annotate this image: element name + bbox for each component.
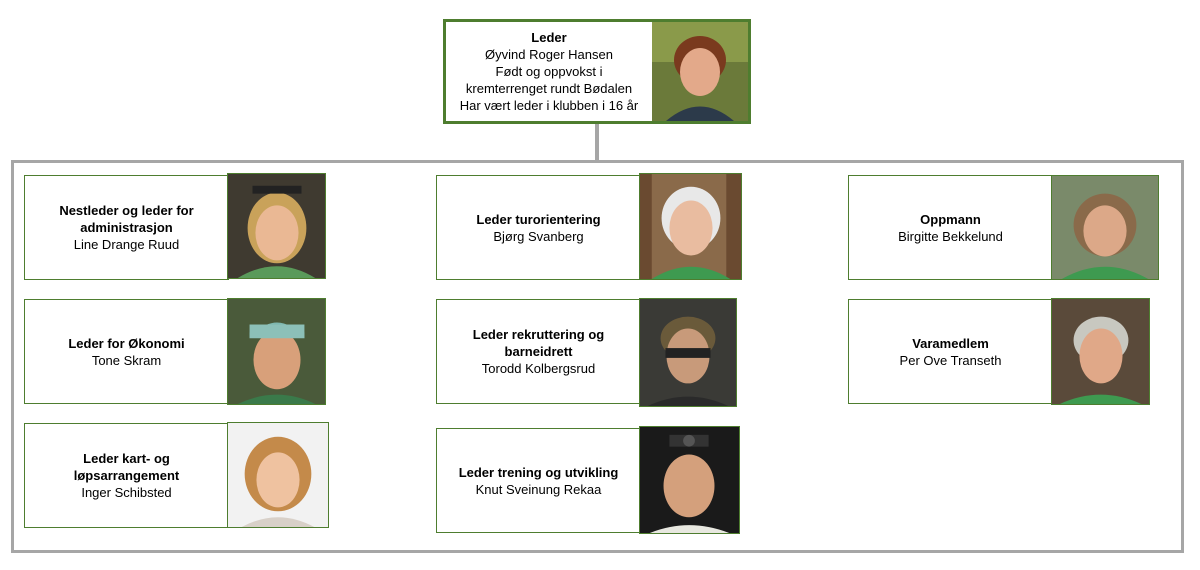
member-photo [227,173,326,279]
member-photo [227,422,329,528]
member-photo [1051,298,1150,405]
leader-bio-line-2: kremterrenget rundt Bødalen [465,81,633,96]
leader-bio-line-3: Har vært leder i klubben i 16 år [459,98,639,113]
leader-card: Leder Øyvind Roger Hansen Født og oppvok… [443,19,751,124]
member-card-nestleder: Nestleder og leder for administrasjon Li… [24,175,229,280]
member-photo [1051,175,1159,280]
member-card-turorientering: Leder turorientering Bjørg Svanberg [436,175,641,280]
member-card-trening: Leder trening og utvikling Knut Sveinung… [436,428,641,533]
leader-bio-line-1: Født og oppvokst i [495,64,603,79]
member-name: Knut Sveinung Rekaa [475,481,602,497]
member-photo [639,426,740,534]
member-photo [227,298,326,405]
member-name: Inger Schibsted [81,485,172,500]
member-name: Bjørg Svanberg [493,228,584,244]
member-name: Tone Skram [91,352,162,368]
member-card-rekruttering: Leder rekruttering og barneidrett Torodd… [436,299,641,404]
member-title: Leder rekruttering og barneidrett [472,327,605,359]
member-name: Birgitte Bekkelund [898,228,1003,244]
leader-text: Leder Øyvind Roger Hansen Født og oppvok… [446,22,652,121]
member-title: Oppmann [920,211,981,227]
member-photo [639,298,737,407]
member-name: Per Ove Transeth [899,352,1002,368]
leader-title: Leder [531,30,567,45]
member-name: Line Drange Ruud [73,237,180,252]
member-title: Leder for Økonomi [68,335,185,351]
member-card-varamedlem: Varamedlem Per Ove Transeth [848,299,1053,404]
member-title: Leder kart- og løpsarrangement [73,451,180,483]
member-photo [639,173,742,280]
member-title: Nestleder og leder for administrasjon [59,203,194,235]
connector-line [595,124,599,161]
member-title: Leder trening og utvikling [458,464,619,480]
member-card-kart: Leder kart- og løpsarrangement Inger Sch… [24,423,229,528]
member-name: Torodd Kolbergsrud [481,361,596,376]
member-title: Varamedlem [912,335,989,351]
member-title: Leder turorientering [476,211,601,227]
leader-photo [652,22,748,121]
leader-name: Øyvind Roger Hansen [485,47,613,62]
member-card-oppmann: Oppmann Birgitte Bekkelund [848,175,1053,280]
member-card-okonomi: Leder for Økonomi Tone Skram [24,299,229,404]
